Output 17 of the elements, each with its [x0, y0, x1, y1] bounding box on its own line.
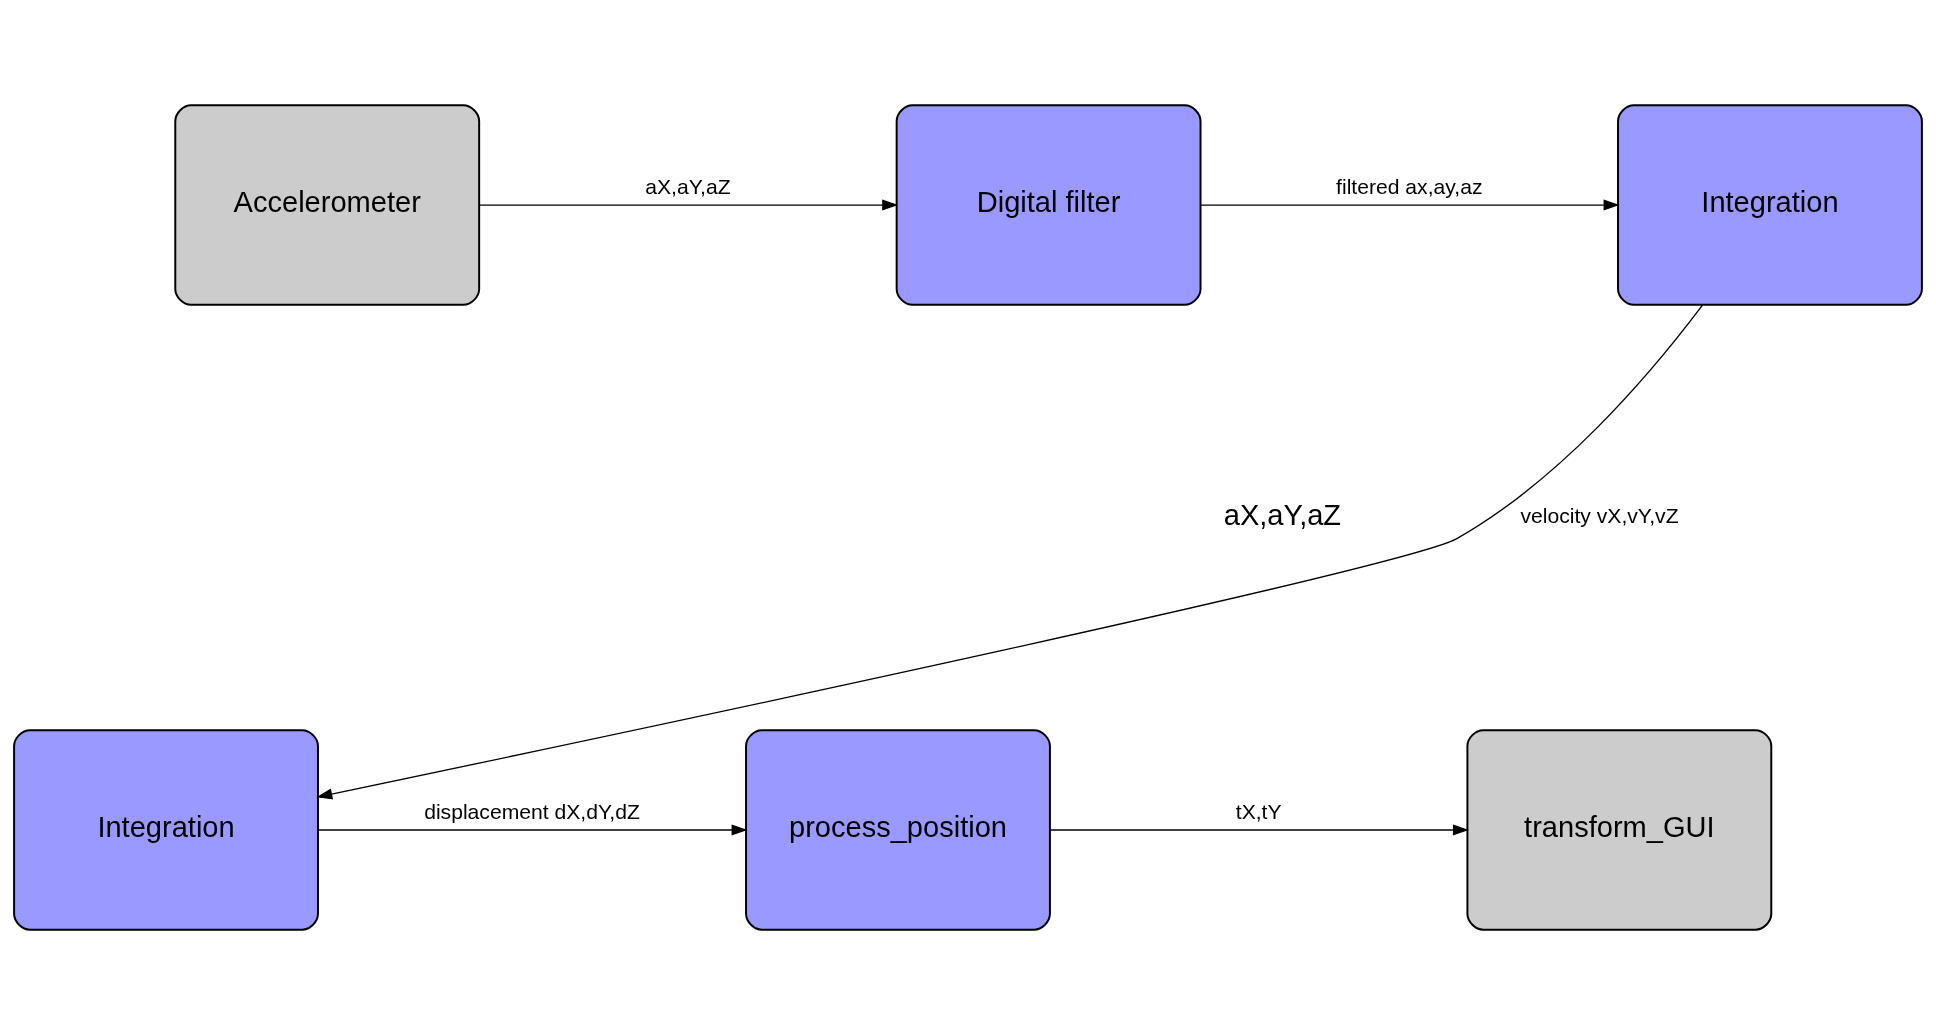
- edge-label: aX,aY,aZ: [645, 175, 731, 199]
- node-box: process_position: [745, 729, 1051, 931]
- node-box: transform_GUI: [1466, 729, 1773, 931]
- arrow: [478, 199, 899, 211]
- edge-label: displacement dX,dY,dZ: [424, 800, 640, 824]
- arrow: [1200, 199, 1620, 211]
- edge-label: velocity vX,vY,vZ: [1520, 503, 1679, 527]
- arrow: [316, 304, 1704, 800]
- edge-label: tX,tY: [1235, 800, 1282, 824]
- node-box: Accelerometer: [174, 104, 481, 306]
- arrow: [317, 824, 748, 836]
- arrow: [1049, 824, 1469, 836]
- node-box: Integration: [1617, 104, 1923, 306]
- label: aX,aY,aZ: [1223, 498, 1342, 531]
- node-box: Integration: [13, 729, 319, 931]
- node-box: Digital filter: [895, 104, 1202, 306]
- edge-label: filtered ax,ay,az: [1336, 175, 1483, 199]
